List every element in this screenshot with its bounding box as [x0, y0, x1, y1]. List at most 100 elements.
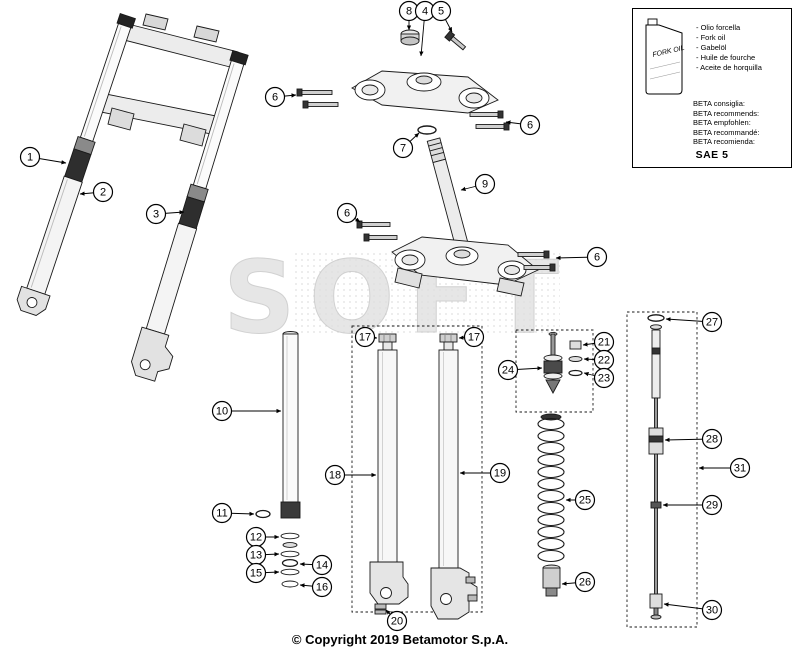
callout-29: 29 — [662, 494, 723, 516]
steering-cap — [400, 29, 420, 46]
callout-number: 22 — [598, 355, 610, 367]
callout-circle — [311, 576, 333, 598]
callout-circle — [386, 610, 408, 632]
callout-6: 6 — [505, 114, 541, 136]
oil-grade: SAE 5 — [695, 149, 729, 161]
inner-tube — [280, 331, 301, 519]
oil-canister-icon: FORK OIL — [645, 18, 685, 95]
callout-9: 9 — [460, 173, 496, 195]
callout-17: 17 — [458, 326, 485, 348]
callout-number: 18 — [329, 470, 341, 482]
callout-number: 9 — [482, 179, 488, 191]
recommendation: BETA recomienda: — [693, 137, 755, 147]
callout-number: 11 — [216, 508, 227, 520]
callout-number: 6 — [344, 208, 350, 220]
rebound-adjuster — [648, 427, 664, 455]
callout-circle — [586, 246, 608, 268]
callout-number: 13 — [250, 550, 262, 562]
fork-spring — [537, 413, 565, 563]
callout-3: 3 — [145, 203, 185, 225]
callout-circle — [729, 457, 751, 479]
callout-number: 28 — [706, 434, 718, 446]
callout-number: 25 — [579, 495, 591, 507]
oil-name-list: - Olio forcella - Fork oil - Gabelöl - H… — [696, 23, 762, 73]
callout-22: 22 — [583, 349, 615, 371]
callout-number: 6 — [594, 252, 600, 264]
callout-number: 6 — [272, 92, 278, 104]
callout-23: 23 — [583, 367, 615, 389]
pinch-bolts-upper-right — [469, 110, 510, 131]
fork-leg-right — [430, 333, 478, 620]
callout-circle — [593, 367, 615, 389]
callout-12: 12 — [245, 526, 280, 548]
recommendation: BETA recommends: — [693, 108, 760, 118]
callout-circle — [324, 464, 346, 486]
callout-circle — [336, 202, 358, 224]
callout-5: 5 — [430, 0, 453, 33]
callout-circle — [392, 137, 414, 159]
callout-number: 23 — [598, 373, 610, 385]
callout-number: 2 — [100, 187, 106, 199]
damper-rod-box — [626, 311, 698, 628]
callout-11: 11 — [211, 502, 255, 524]
callout-21: 21 — [582, 331, 615, 353]
callout-6: 6 — [555, 246, 608, 268]
stem-o-ring — [417, 125, 437, 135]
callout-1: 1 — [19, 146, 67, 168]
callout-30: 30 — [663, 599, 723, 621]
callout-circle — [430, 0, 452, 22]
rod-nut-washers — [568, 340, 583, 377]
callout-number: 27 — [706, 317, 718, 329]
callout-number: 17 — [359, 332, 371, 344]
pinch-bolts-lower-right — [517, 250, 556, 272]
fork-leg-left — [369, 333, 409, 615]
recommendation: BETA empfohlen: — [693, 118, 751, 128]
callout-number: 20 — [391, 616, 403, 628]
callout-number: 1 — [27, 152, 33, 164]
callout-circle — [311, 554, 333, 576]
fork-leg-left-complete — [16, 13, 136, 316]
callout-31: 31 — [698, 457, 751, 479]
fork-assembly-left — [16, 13, 249, 382]
callout-number: 8 — [406, 6, 412, 18]
callout-number: 5 — [438, 6, 444, 18]
callout-26: 26 — [561, 571, 596, 593]
callout-circle — [19, 146, 41, 168]
callout-number: 16 — [316, 582, 328, 594]
callout-number: 17 — [468, 332, 480, 344]
callout-number: 12 — [250, 532, 262, 544]
callout-number: 15 — [250, 568, 262, 580]
callout-16: 16 — [299, 576, 333, 598]
callout-7: 7 — [392, 132, 420, 159]
callout-number: 21 — [598, 337, 610, 349]
pinch-bolts-lower-left — [356, 220, 398, 242]
callout-number: 7 — [400, 143, 406, 155]
callout-number: 10 — [216, 406, 228, 418]
fork-leg-right-complete — [131, 50, 249, 382]
callout-10: 10 — [211, 400, 282, 422]
callout-circle — [92, 181, 114, 203]
callout-20: 20 — [385, 609, 408, 632]
callout-6: 6 — [264, 86, 297, 108]
callout-number: 14 — [316, 560, 328, 572]
callout-15: 15 — [245, 562, 280, 584]
copyright-text: © Copyright 2019 Betamotor S.p.A. — [291, 632, 509, 647]
oil-name: - Fork oil — [696, 33, 726, 42]
callout-circle — [354, 326, 376, 348]
callout-number: 29 — [706, 500, 718, 512]
callout-circle — [497, 359, 519, 381]
callout-circle — [463, 326, 485, 348]
callout-13: 13 — [245, 544, 280, 566]
rod-stop-ring — [650, 501, 662, 509]
upper-triple-clamp — [351, 70, 499, 114]
stem-bolt — [444, 30, 467, 51]
left-assembly-lower-clamp — [90, 91, 227, 147]
callout-number: 6 — [527, 120, 533, 132]
callout-circle — [264, 86, 286, 108]
callout-circle — [519, 114, 541, 136]
pinch-bolts-upper-left — [296, 88, 339, 109]
seal-stack — [280, 532, 300, 588]
callout-circle — [701, 494, 723, 516]
